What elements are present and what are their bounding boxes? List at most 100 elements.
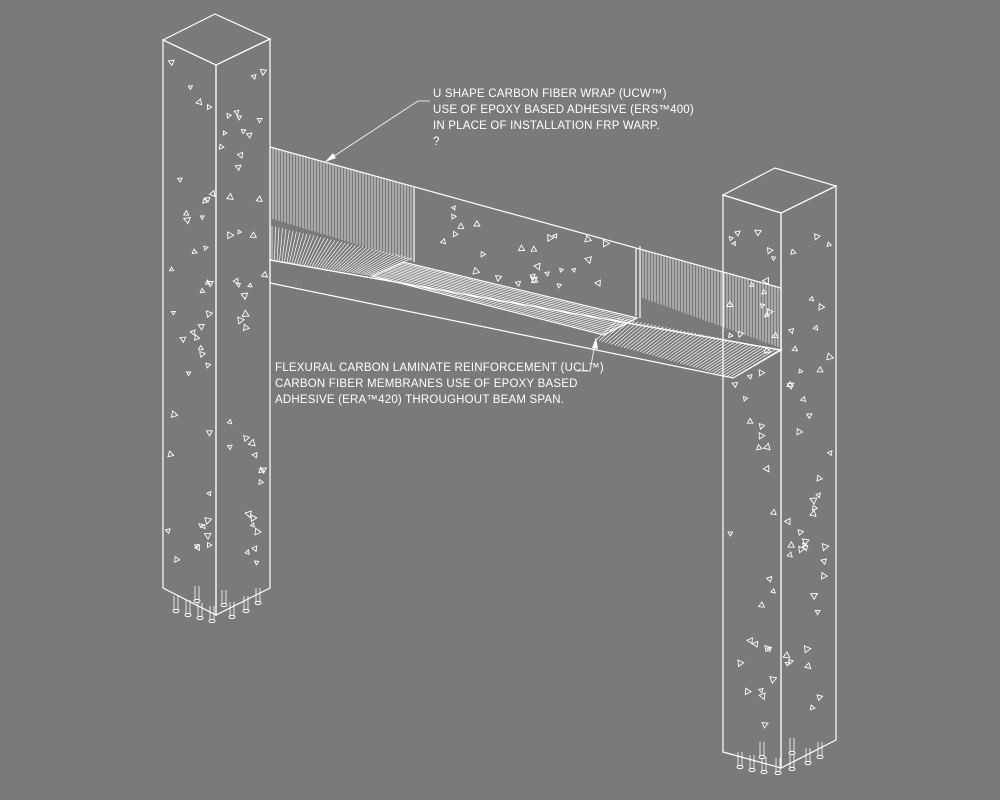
soffit-hatch-line [732, 349, 780, 379]
aggregate-mark [544, 271, 550, 277]
soffit-hatch-line [324, 242, 346, 269]
aggregate-mark [749, 281, 755, 287]
soffit-hatch-line [311, 238, 329, 267]
soffit-hatch-line [289, 231, 297, 263]
aggregate-mark [761, 721, 769, 729]
aggregate-mark [818, 302, 826, 311]
leader-lines [324, 100, 598, 372]
beam-aggregate [439, 205, 611, 289]
aggregate-mark [226, 444, 233, 451]
aggregate-mark [480, 250, 487, 258]
soffit-hatch-line [364, 255, 402, 276]
soffit-hatch-line [676, 336, 715, 363]
u-wrap-left-soffit-hatch [271, 226, 413, 277]
aggregate-mark [746, 373, 753, 380]
left-column-front-face [162, 39, 217, 616]
soffit-hatch-line [354, 252, 388, 274]
aggregate-mark [205, 430, 214, 437]
soffit-hatch-line [286, 230, 294, 263]
aggregate-mark [250, 73, 257, 80]
aggregate-mark [765, 575, 773, 583]
soffit-hatch-line [667, 334, 704, 361]
soffit-hatch-line [664, 333, 700, 360]
aggregate-mark [782, 651, 791, 659]
aggregate-mark [222, 130, 228, 136]
aggregate-mark [770, 587, 776, 594]
soffit-hatch-line [611, 321, 639, 345]
soffit-hatch-line [339, 247, 367, 272]
aggregate-mark [826, 241, 833, 248]
aggregate-mark [809, 593, 819, 601]
soffit-hatch-line [679, 337, 718, 364]
soffit-hatch-line [356, 252, 392, 274]
ucw-annotation: U SHAPE CARBON FIBER WRAP (UCW™) USE OF … [433, 88, 694, 148]
left-column-aggregate [164, 59, 269, 566]
ucl-note-line-1: FLEXURAL CARBON LAMINATE REINFORCEMENT (… [275, 362, 604, 374]
laminate-hatch-line [374, 274, 607, 335]
aggregate-mark [193, 543, 200, 549]
anchor-bolt [816, 742, 824, 760]
aggregate-mark [191, 248, 198, 255]
laminate-hatch-line [378, 272, 612, 332]
soffit-hatch-line [301, 235, 315, 265]
soffit-hatch-line [686, 338, 725, 366]
ucw-note-line-3: IN PLACE OF INSTALLATION FRP WARP. [433, 120, 660, 132]
soffit-hatch-line [689, 339, 729, 367]
aggregate-mark [809, 497, 818, 505]
aggregate-mark [761, 288, 768, 295]
soffit-hatch-line [698, 341, 740, 369]
aggregate-mark [450, 205, 456, 211]
aggregate-mark [251, 545, 258, 553]
aggregate-mark [234, 164, 242, 172]
laminate-hatch-line [387, 268, 621, 327]
aggregate-mark [799, 395, 807, 403]
aggregate-mark [206, 103, 213, 111]
aggregate-mark [193, 544, 200, 552]
soffit-hatch-line [714, 345, 758, 374]
aggregate-mark [757, 601, 766, 608]
aggregate-mark [816, 366, 824, 373]
soffit-hatch-line [626, 325, 657, 349]
aggregate-mark [728, 236, 735, 242]
soffit-hatch-line [692, 340, 733, 368]
aggregate-mark [801, 538, 810, 546]
aggregate-mark [786, 380, 794, 388]
aggregate-mark [225, 192, 234, 200]
aggregate-mark [243, 434, 251, 443]
soffit-hatch-line [366, 256, 406, 276]
aggregate-mark [514, 280, 522, 288]
anchor-bolt [220, 590, 228, 608]
soffit-hatch-line [291, 232, 301, 264]
aggregate-mark [452, 230, 460, 238]
laminate-hatch-line [394, 265, 628, 324]
left-column-anchor-bolts [172, 586, 262, 624]
aggregate-mark [808, 295, 815, 302]
aggregate-mark [804, 662, 812, 670]
soffit-hatch-line [284, 229, 290, 263]
aggregate-mark [237, 316, 245, 325]
soffit-hatch-line [309, 237, 325, 267]
soffit-hatch-line [701, 342, 744, 370]
anchor-bolt [172, 596, 180, 614]
anchor-bolt [184, 600, 192, 618]
anchor-bolt [758, 742, 766, 760]
anchor-bolt [736, 752, 744, 770]
ucl-leader-arrow [592, 338, 598, 349]
ucl-note-line-3: ADHESIVE (ERA™420) THROUGHOUT BEAM SPAN. [275, 394, 564, 406]
aggregate-mark [195, 98, 203, 106]
aggregate-mark [796, 427, 804, 436]
aggregate-mark [728, 332, 734, 339]
aggregate-mark [260, 270, 269, 278]
aggregate-mark [244, 510, 253, 519]
soffit-hatch-line [316, 240, 336, 268]
aggregate-mark [758, 369, 766, 377]
soffit-hatch-line [717, 346, 762, 374]
aggregate-mark [204, 516, 213, 526]
aggregate-mark [551, 233, 558, 239]
aggregate-mark [237, 229, 243, 235]
aggregate-mark [811, 504, 819, 512]
anchor-bolt [788, 738, 796, 756]
laminate-hatch-line [382, 270, 616, 330]
aggregate-mark [556, 283, 563, 289]
